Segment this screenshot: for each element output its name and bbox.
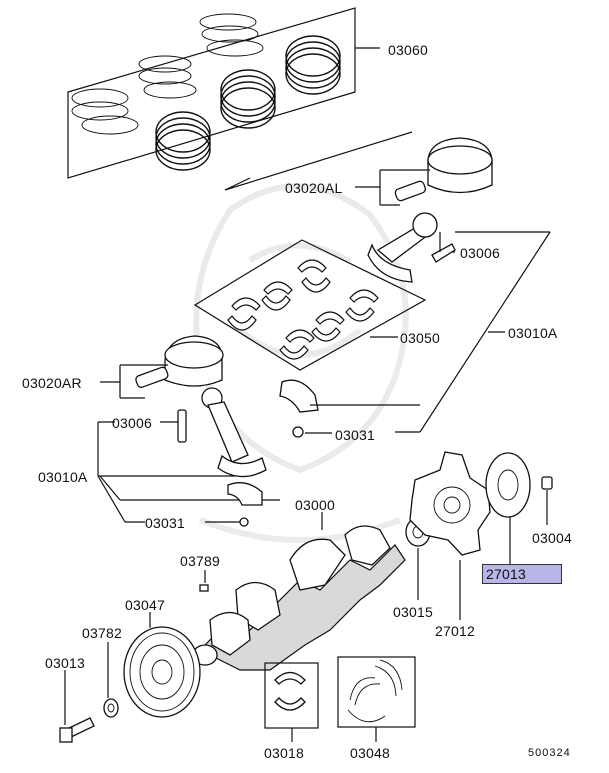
connecting-rod-lower	[160, 387, 267, 478]
label-03006-top: 03006	[460, 245, 500, 261]
label-03010A-left: 03010A	[38, 469, 88, 485]
label-03047: 03047	[125, 597, 165, 613]
label-03020AL: 03020AL	[285, 180, 343, 196]
piston-right-bank	[100, 335, 224, 399]
pulley-bolt	[59, 670, 95, 743]
label-03060: 03060	[388, 42, 428, 58]
label-03789: 03789	[180, 553, 220, 569]
label-03000: 03000	[295, 497, 335, 513]
crank-pulley	[123, 612, 201, 718]
label-03031-low: 03031	[145, 515, 185, 531]
rod-cap-lower	[205, 482, 263, 527]
piston-ring-set-box	[67, 7, 380, 179]
label-03048: 03048	[350, 745, 390, 761]
label-03050: 03050	[400, 330, 440, 346]
drive-plate	[409, 451, 491, 620]
label-03015: 03015	[393, 604, 433, 620]
flywheel-bolt	[541, 476, 553, 525]
label-03006-left: 03006	[112, 415, 152, 431]
crank-key	[199, 570, 209, 592]
connecting-rod-upper	[367, 212, 456, 283]
label-27013-highlight[interactable]: 27013	[482, 564, 562, 584]
label-03013: 03013	[45, 655, 85, 671]
diagram-reference-number: 500324	[528, 747, 571, 759]
main-bearing-box	[264, 662, 319, 742]
bearing-shells-box	[193, 239, 427, 371]
rod-cap-upper	[279, 379, 420, 438]
label-03018: 03018	[264, 745, 304, 761]
leader-03010A-right	[395, 231, 551, 433]
piston-left-bank	[355, 137, 493, 206]
label-03010A-right: 03010A	[508, 325, 558, 341]
adapter-plate	[485, 452, 531, 565]
thrust-washer-box	[337, 656, 416, 742]
label-03020AR: 03020AR	[22, 375, 82, 391]
box-divider-line	[224, 131, 413, 191]
label-03004: 03004	[532, 530, 572, 546]
crankshaft	[192, 512, 406, 671]
piston-rings	[71, 13, 341, 171]
pulley-washer	[103, 642, 119, 718]
label-03031-mid: 03031	[335, 427, 375, 443]
label-03782: 03782	[82, 625, 122, 641]
label-27012: 27012	[435, 623, 475, 639]
